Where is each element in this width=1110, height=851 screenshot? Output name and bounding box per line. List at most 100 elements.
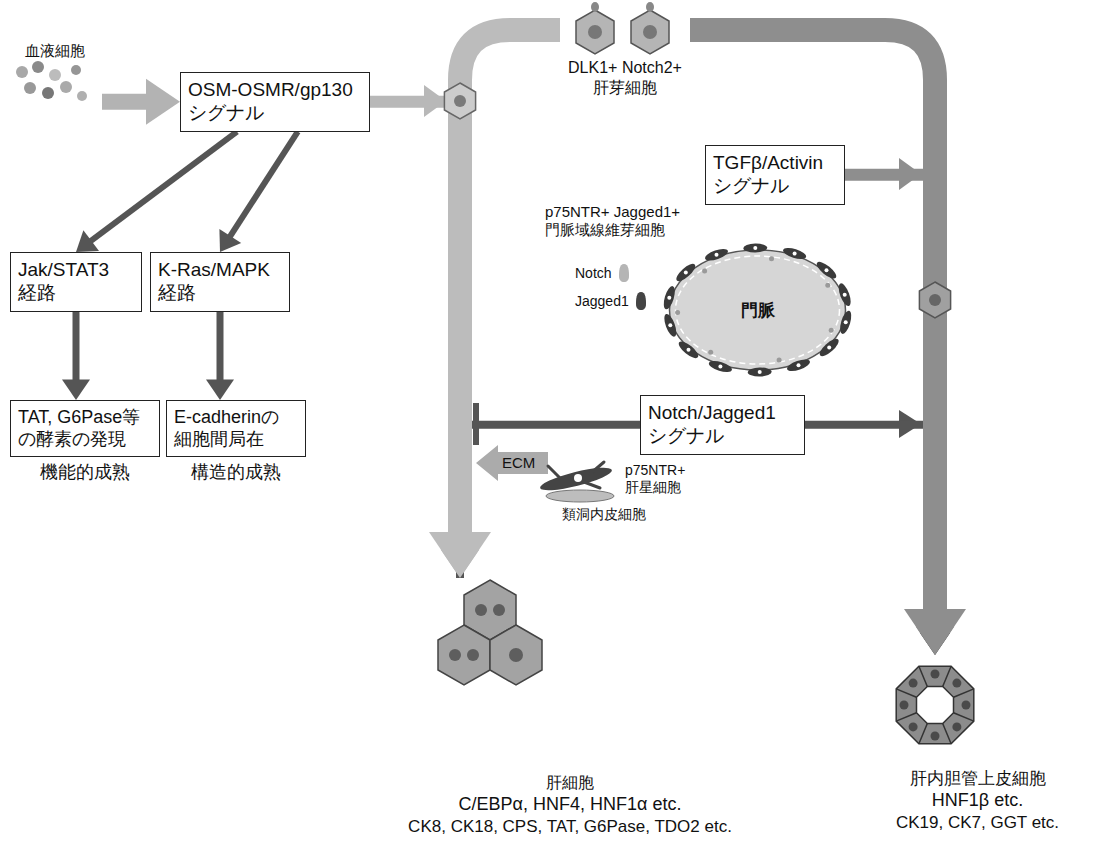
- arrow-head: [146, 79, 180, 125]
- notch-receptor: [675, 310, 680, 315]
- fibroblast-nucleus: [715, 253, 719, 257]
- node-text: Jak/STAT3 経路: [18, 259, 134, 305]
- legend-entry: Jagged1: [575, 291, 648, 311]
- connector-line: [845, 175, 935, 631]
- fibroblast-nucleus: [684, 271, 688, 275]
- pathway-box: K-Ras/MAPK 経路: [150, 252, 290, 312]
- node-text: Notch/Jagged1 シグナル: [648, 402, 797, 448]
- fibroblast-nucleus: [687, 348, 691, 352]
- notch-receptor: [702, 269, 707, 274]
- cell-nucleus: [952, 722, 961, 731]
- connector-line: [460, 425, 640, 578]
- legend-text: Jagged1: [575, 293, 629, 310]
- fibroblast: [708, 359, 734, 375]
- cell-nucleus: [952, 679, 961, 688]
- hepatocyte-cell: [438, 625, 490, 685]
- fibroblast-nucleus: [718, 365, 722, 369]
- pathway-box: Jak/STAT3 経路: [10, 252, 142, 312]
- cell-nucleus: [475, 604, 487, 616]
- inhibition-bar: [473, 403, 479, 445]
- cell-nucleus: [493, 604, 505, 616]
- vein-lumen: [670, 250, 846, 370]
- fibroblast-nucleus: [825, 268, 829, 272]
- node-text: 門脈: [741, 299, 775, 322]
- ecm-arrow: [476, 445, 548, 481]
- hepatoblast-cell: [631, 10, 669, 54]
- arrow-label: ECM: [502, 454, 535, 472]
- cell-nucleus: [909, 722, 918, 731]
- cell-nucleus: [962, 701, 971, 710]
- fibroblast-nucleus: [668, 323, 672, 327]
- cell-nucleus: [588, 25, 602, 39]
- arrow-head: [76, 230, 99, 252]
- fibroblast: [704, 247, 730, 263]
- cell-nucleus: [929, 294, 941, 306]
- duct-lumen: [917, 687, 954, 724]
- fibroblast-nucleus: [753, 246, 757, 250]
- fibroblast: [662, 312, 679, 338]
- cell-type: 肝内胆管上皮細胞HNF1β etc.CK19, CK7, GGT etc.: [860, 655, 1095, 833]
- fibroblast-nucleus: [797, 363, 801, 367]
- signal-box: TGFβ/Activin シグナル: [705, 145, 845, 205]
- signal-arrow: [206, 312, 234, 400]
- cell-nucleus: [931, 670, 940, 679]
- node-text: 血液細胞: [10, 42, 100, 61]
- legend-shape: [619, 264, 629, 282]
- cell-nucleus: [454, 95, 466, 107]
- duct-cell-borders: [896, 666, 974, 744]
- cell-label: 類洞内皮細胞: [562, 506, 646, 523]
- fibroblast: [782, 246, 808, 262]
- maturation-caption: 構造的成熟: [157, 462, 315, 484]
- cell-label: p75NTR+ 肝星細胞: [625, 462, 705, 496]
- stellate-nucleus: [574, 474, 582, 482]
- fibroblast: [748, 367, 772, 376]
- fibroblast: [743, 243, 767, 252]
- bile-duct-ring: [896, 666, 974, 744]
- cell-nucleus: [931, 732, 940, 741]
- cell-group: 血液細胞: [10, 42, 100, 113]
- blood-cell: [60, 81, 72, 93]
- marker-list: CK19, CK7, GGT etc.: [860, 812, 1095, 833]
- node-text: 肝内胆管上皮細胞: [860, 768, 1095, 789]
- node-text: TGFβ/Activin シグナル: [713, 152, 837, 198]
- hepatoblast-cell: [576, 10, 614, 54]
- legend-text: Notch: [575, 265, 612, 282]
- cell-nucleus: [643, 25, 657, 39]
- node-text: 肝細胞: [370, 773, 770, 793]
- connector-line: [217, 312, 224, 383]
- connector-line: [229, 132, 298, 239]
- notch-receptor: [825, 283, 830, 288]
- fibroblast: [817, 336, 841, 359]
- outcome-box: TAT, G6Pase等 の酵素の発現機能的成熟: [10, 400, 160, 457]
- vein-wall: [676, 256, 840, 364]
- connector-line: [102, 94, 151, 110]
- cell-nucleus: [509, 648, 523, 662]
- arrow-head: [62, 380, 90, 401]
- notch-receptor: [829, 328, 834, 333]
- arrow-head: [429, 532, 491, 578]
- path-cell: [919, 282, 950, 318]
- notch-receptor: [777, 358, 782, 363]
- inhibition-line: [460, 425, 640, 578]
- node-text: DLK1+ Notch2+ 肝芽細胞: [560, 58, 690, 98]
- cell-type: 肝細胞C/EBPα, HNF4, HNF1α etc.CK8, CK18, CP…: [370, 578, 770, 837]
- fibroblast: [838, 310, 853, 336]
- blood-cell: [71, 65, 81, 75]
- notch-receptor: [708, 350, 713, 355]
- fibroblast-nucleus: [843, 293, 847, 297]
- fibroblast: [674, 261, 698, 284]
- connector-line: [73, 312, 80, 383]
- arrow-head: [206, 380, 234, 401]
- connector-line: [805, 425, 935, 637]
- fibroblast-nucleus: [844, 320, 848, 324]
- node-text: TAT, G6Pase等 の酵素の発現: [18, 407, 152, 450]
- arrow-head: [904, 609, 966, 655]
- node-text: OSM-OSMR/gp130 シグナル: [188, 79, 362, 125]
- arrow-head: [219, 229, 241, 252]
- outcome-box: E-cadherinの 細胞間局在構造的成熟: [166, 400, 306, 457]
- fibroblast-nucleus: [758, 370, 762, 374]
- node-text: K-Ras/MAPK 経路: [158, 259, 282, 305]
- blood-cell: [49, 69, 61, 81]
- legend-sample: [617, 263, 631, 283]
